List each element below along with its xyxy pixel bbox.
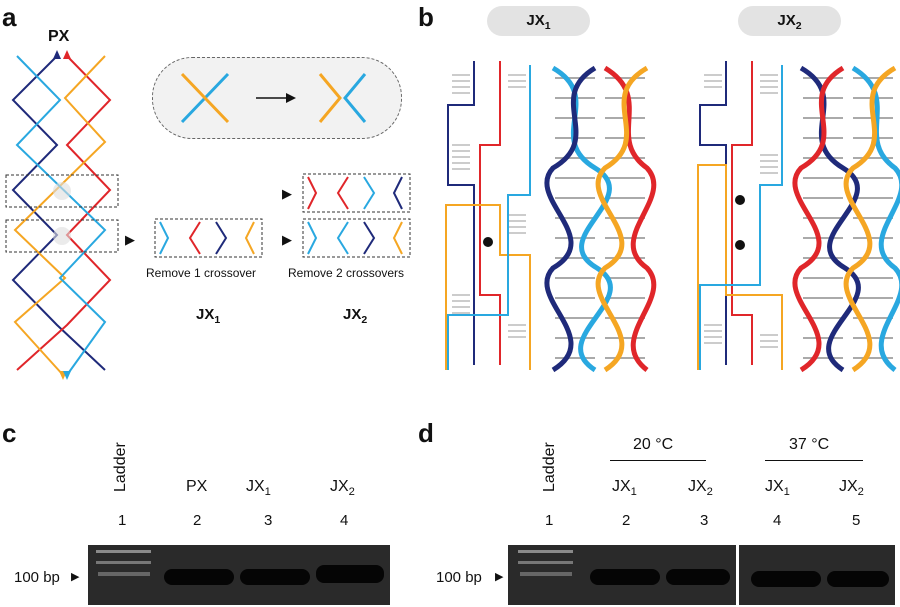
- jx1-pill: JX1: [487, 6, 590, 36]
- jx1-schematic: [445, 61, 531, 370]
- px-strand-red: [16, 55, 112, 371]
- gel-image-c: [88, 545, 390, 605]
- lane-name-d-4: JX1: [765, 478, 790, 499]
- jx1-label: JX1: [196, 306, 221, 326]
- jx2-label: JX2: [343, 306, 368, 326]
- remove-2-label: Remove 2 crossovers: [288, 266, 405, 280]
- arrow-up-icon: [53, 50, 61, 59]
- lane-name-d-2: JX1: [612, 478, 637, 499]
- lane-num-c-3: 3: [264, 512, 273, 529]
- lane-num-d-5: 5: [852, 512, 861, 529]
- arrow-right-icon: ▶: [125, 232, 135, 247]
- jx2-box-diagram-bottom: [302, 218, 411, 258]
- jx2-schematic: [697, 61, 783, 370]
- panel-label-b: b: [418, 2, 434, 32]
- arrow-right-icon: ▶: [282, 186, 292, 201]
- crossover-removal-arrows: [180, 72, 367, 124]
- crossover-box-1: [5, 174, 119, 208]
- px-strand-cyan: [15, 55, 107, 376]
- lane-num-d-2: 2: [622, 512, 631, 529]
- px-strand-navy: [11, 55, 106, 371]
- arrow-down-icon: [63, 371, 71, 380]
- lane-name-d-5: JX2: [839, 478, 864, 499]
- gel-image-d-right: [739, 545, 895, 605]
- marker-arrow-icon: ▶: [495, 571, 504, 583]
- lane-name-c-3: JX1: [246, 478, 271, 499]
- jx2-pill: JX2: [738, 6, 841, 36]
- lane-num-d-4: 4: [773, 512, 782, 529]
- jx1-box-diagram: [154, 218, 263, 258]
- lane-name-c-4: JX2: [330, 478, 355, 499]
- panel-label-d: d: [418, 418, 434, 448]
- temp-20-label: 20 °C: [633, 436, 674, 453]
- jx1-helix-3d: [544, 65, 657, 373]
- panel-label-a: a: [2, 2, 17, 32]
- lane-name-d-3: JX2: [688, 478, 713, 499]
- marker-label-c: 100 bp: [14, 569, 60, 586]
- lane-num-d-1: 1: [545, 512, 554, 529]
- ladder-label-d: Ladder: [541, 442, 558, 492]
- marker-label-d: 100 bp: [436, 569, 482, 586]
- panel-label-c: c: [2, 418, 17, 448]
- gel-image-d-left: [508, 545, 736, 605]
- lane-num-c-4: 4: [340, 512, 349, 529]
- temp-20-line: [610, 460, 706, 461]
- px-strand-orange: [13, 55, 107, 376]
- temp-37-line: [765, 460, 863, 461]
- remove-1-label: Remove 1 crossover: [146, 266, 257, 280]
- temp-37-label: 37 °C: [789, 436, 830, 453]
- lane-num-d-3: 3: [700, 512, 709, 529]
- px-crossover-diagram: [5, 50, 119, 380]
- lane-num-c-1: 1: [118, 512, 127, 529]
- ladder-label-c: Ladder: [112, 442, 129, 492]
- lane-num-c-2: 2: [193, 512, 202, 529]
- arrow-right-icon: [286, 93, 296, 103]
- jx2-box-diagram-top: [302, 173, 411, 213]
- lane-name-c-2: PX: [186, 478, 208, 495]
- jx2-helix-3d: [792, 65, 900, 373]
- arrow-right-icon: ▶: [282, 232, 292, 247]
- px-title: PX: [48, 28, 70, 45]
- arrow-up-icon: [63, 50, 71, 59]
- marker-arrow-icon: ▶: [71, 571, 80, 583]
- crossover-box-2: [5, 219, 119, 253]
